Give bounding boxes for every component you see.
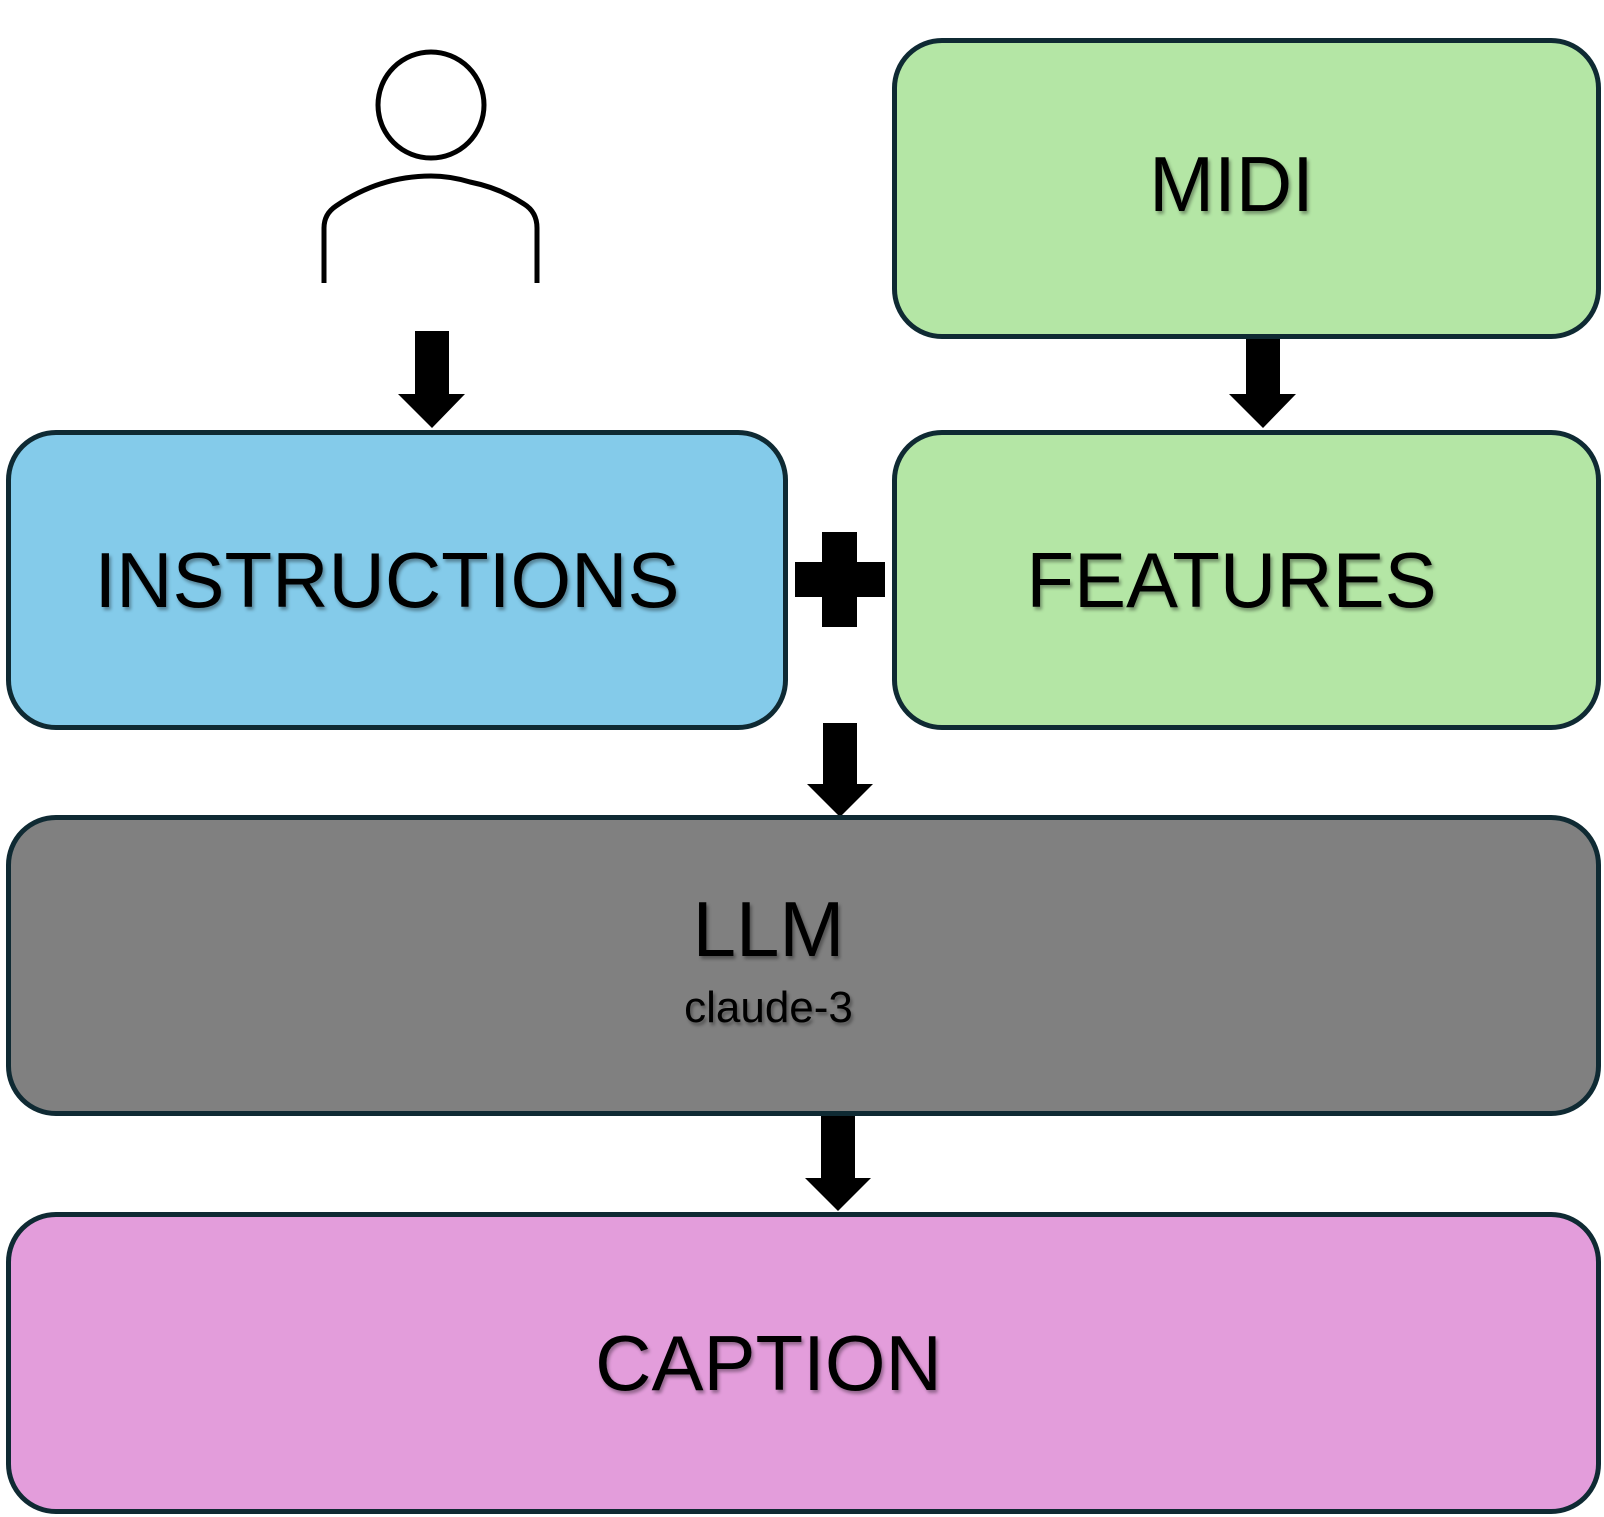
plus-icon: [795, 532, 885, 627]
arrow-down-icon: [807, 723, 873, 817]
features-node: FEATURES: [892, 430, 1601, 730]
instructions-node: INSTRUCTIONS: [6, 430, 788, 730]
arrow-down-icon: [1229, 336, 1296, 428]
features-label: FEATURES: [1026, 536, 1437, 624]
person-outline-icon: [321, 49, 540, 283]
arrow-down-icon: [805, 1114, 871, 1211]
midi-node: MIDI: [892, 38, 1601, 339]
caption-label: CAPTION: [595, 1319, 942, 1407]
midi-label: MIDI: [1149, 139, 1314, 228]
instructions-label: INSTRUCTIONS: [94, 536, 680, 624]
llm-label: LLM: [692, 884, 845, 973]
arrow-down-icon: [398, 331, 465, 428]
llm-model-label: claude-3: [684, 982, 853, 1032]
llm-node: LLM claude-3: [6, 815, 1601, 1116]
caption-node: CAPTION: [6, 1212, 1601, 1514]
